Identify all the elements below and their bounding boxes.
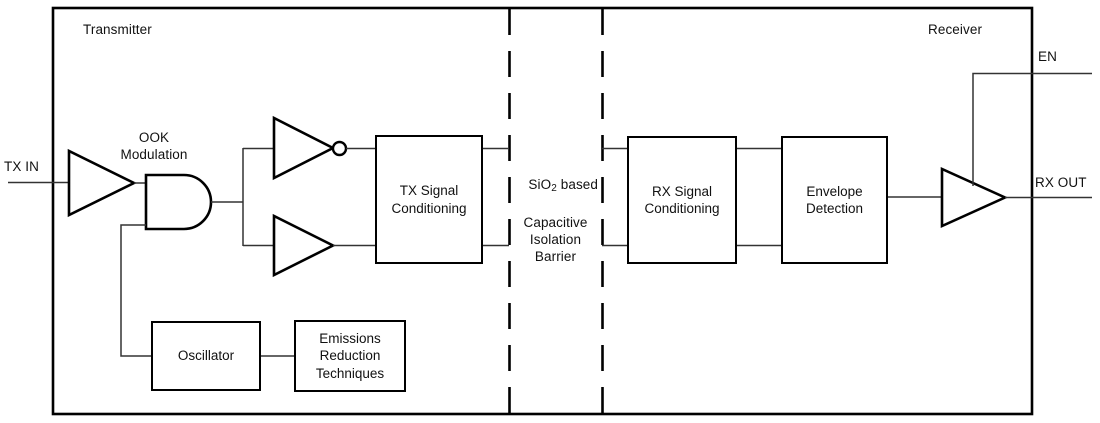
tx-signal-conditioning-label: TX Signal Conditioning: [391, 183, 467, 216]
rx-signal-conditioning-block[interactable]: RX Signal Conditioning: [627, 136, 737, 264]
receiver-section-title: Receiver: [928, 22, 983, 37]
wire-en: [972, 72, 1092, 186]
chip-outline: [51, 6, 1034, 416]
emissions-reduction-label: Emissions Reduction Techniques: [315, 330, 385, 381]
envelope-detection-label: Envelope Detection: [805, 183, 864, 217]
transmitter-section-title: Transmitter: [83, 22, 152, 37]
sio2-text: SiO: [528, 177, 552, 192]
isolation-barrier-caption: SiO2 based Capacitive Isolation Barrier: [509, 159, 602, 299]
tx-signal-conditioning-block[interactable]: TX Signal Conditioning: [375, 135, 483, 264]
oscillator-label: Oscillator: [177, 348, 235, 364]
rx-signal-conditioning-label: RX Signal Conditioning: [644, 183, 720, 217]
wire-oscillator-to-and: [120, 224, 151, 357]
and-gate-shape: [144, 173, 213, 231]
isolation-barrier-caption-rest: Capacitive Isolation Barrier: [523, 215, 588, 264]
isolation-barrier-caption-line1: SiO2 based: [528, 177, 599, 194]
based-text: based: [556, 177, 599, 192]
input-buffer-triangle: [67, 148, 137, 218]
ook-modulation-label: OOK Modulation: [120, 130, 188, 162]
tx-in-port-label: TX IN: [4, 159, 40, 174]
oscillator-block[interactable]: Oscillator: [151, 321, 261, 391]
en-port-label: EN: [1038, 49, 1057, 64]
emissions-reduction-block[interactable]: Emissions Reduction Techniques: [294, 320, 406, 392]
inverter-triangle: [272, 115, 336, 181]
envelope-detection-block[interactable]: Envelope Detection: [781, 136, 888, 264]
inverter-bubble-icon: [331, 140, 348, 157]
sio2-subscript: 2: [551, 183, 557, 194]
rx-out-port-label: RX OUT: [1035, 175, 1087, 190]
buffer-triangle: [272, 213, 336, 278]
